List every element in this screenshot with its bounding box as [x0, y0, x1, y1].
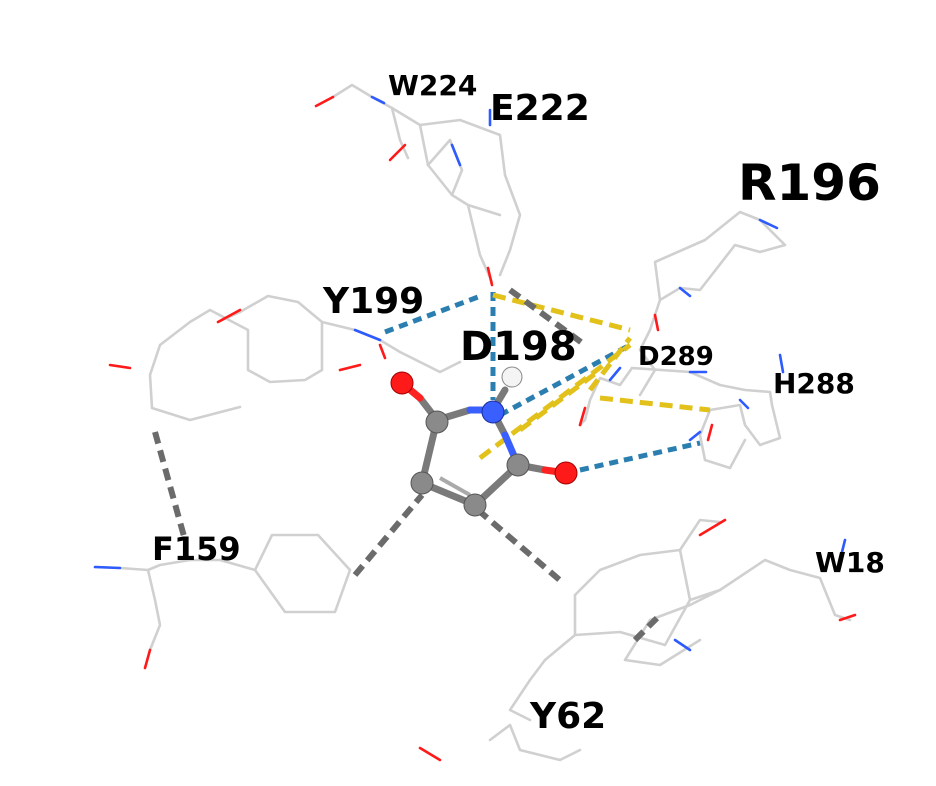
residue-w224-sticks — [314, 83, 522, 287]
residue-f159-sticks — [93, 533, 352, 670]
hydrophobic-w18 — [632, 612, 663, 643]
ligand-nitrogen-atom — [481, 400, 505, 424]
label-d289: D289 — [638, 342, 714, 372]
label-y62: Y62 — [529, 696, 606, 737]
label-r196: R196 — [738, 154, 881, 212]
label-d198: D198 — [460, 324, 577, 370]
label-h288: H288 — [773, 367, 855, 400]
ligand-carbon-atom — [463, 493, 487, 517]
ligand-hydrogen-atom — [501, 366, 523, 388]
label-y199: Y199 — [322, 281, 424, 322]
ionic-4 — [599, 395, 711, 413]
ligand-carbon-atom — [425, 410, 449, 434]
label-w18: W18 — [815, 546, 885, 579]
label-w224: W224 — [388, 69, 477, 102]
residue-r196-sticks — [638, 210, 787, 397]
hydrophobic-y62-ligand — [476, 507, 564, 585]
ionic-3 — [588, 336, 632, 392]
residue-labels: W224 E222 R196 Y199 D198 D289 H288 F159 … — [152, 69, 885, 737]
ligand — [390, 366, 578, 517]
interactions — [152, 287, 711, 643]
ligand-carbon-atom — [410, 471, 434, 495]
residue-y199-sticks — [108, 294, 462, 422]
residue-h288-sticks — [578, 353, 785, 470]
ligand-oxygen-atom — [390, 371, 414, 395]
ionic-5 — [518, 368, 602, 432]
hbond-d289 — [498, 342, 632, 418]
ionic-1 — [492, 292, 631, 333]
label-e222: E222 — [490, 88, 590, 129]
hydrophobic-f159-y199 — [152, 431, 188, 541]
hydrophobic-f159-ligand — [352, 493, 425, 577]
label-f159: F159 — [152, 530, 241, 568]
hydrophobic-d198 — [508, 287, 587, 348]
hbond-h288 — [579, 440, 701, 473]
residue-sticks — [93, 83, 857, 762]
ligand-oxygen-atom — [554, 461, 578, 485]
residue-y62-sticks — [418, 518, 857, 762]
ligand-carbon-atom — [506, 453, 530, 477]
hbond-y199 — [384, 294, 479, 335]
